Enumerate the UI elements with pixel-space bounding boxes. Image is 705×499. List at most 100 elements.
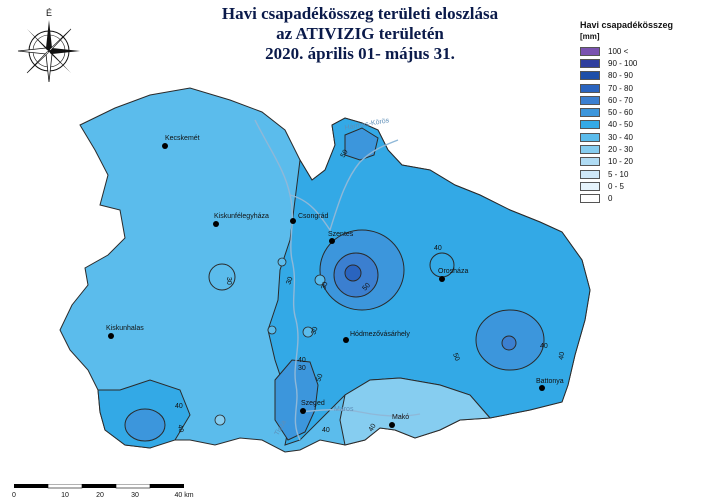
city-dot-hodmezovasarhely: [343, 337, 349, 343]
scale-tick-30: 30: [131, 492, 139, 499]
legend-item: 70 - 80: [580, 82, 700, 94]
compass-rose-icon: É: [17, 8, 80, 83]
city-dot-mako: [389, 422, 395, 428]
map-title-line3: 2020. április 01- május 31.: [265, 44, 455, 63]
legend-label: 60 - 70: [608, 95, 633, 105]
city-dot-kiskunfelegyhaza: [213, 221, 219, 227]
legend-swatch: [580, 46, 600, 56]
legend-item: 40 - 50: [580, 119, 700, 131]
legend-label: 30 - 40: [608, 132, 633, 142]
legend-swatch: [580, 194, 600, 204]
legend-label: 100 <: [608, 46, 629, 56]
local-min-4: [277, 257, 287, 267]
scale-tick-40: 40 km: [174, 492, 193, 499]
legend-item: 60 - 70: [580, 94, 700, 106]
isoline-label: 40: [176, 424, 184, 433]
legend-item: 20 - 30: [580, 143, 700, 155]
city-label-szentes: Szentes: [328, 231, 354, 238]
city-label-szeged: Szeged: [301, 400, 325, 407]
legend-label: 0: [608, 194, 613, 204]
zone-70-80-szentes: [344, 264, 362, 282]
legend-item: 5 - 10: [580, 168, 700, 180]
city-dot-oroshaza: [439, 276, 445, 282]
legend-item: 80 - 90: [580, 70, 700, 82]
city-dot-szeged: [300, 408, 306, 414]
legend-unit: [mm]: [580, 32, 600, 41]
legend-swatch: [580, 157, 600, 167]
zone-30-40-west: [208, 263, 236, 291]
zone-20-30-se: [339, 377, 492, 446]
legend-item: 0 - 5: [580, 180, 700, 192]
legend-swatch: [580, 132, 600, 142]
legend-label: 10 - 20: [608, 157, 633, 167]
legend-swatch: [580, 169, 600, 179]
legend-swatch: [580, 58, 600, 68]
scale-tick-10: 10: [61, 492, 69, 499]
legend-swatch: [580, 108, 600, 118]
isoline-label: 40: [298, 357, 306, 364]
isoline-label: 30: [310, 326, 319, 336]
scale-tick-20: 20: [96, 492, 104, 499]
legend-item: 90 - 100: [580, 57, 700, 69]
legend-label: 40 - 50: [608, 120, 633, 130]
legend-swatch: [580, 95, 600, 105]
isoline-label: 40: [368, 423, 378, 433]
legend-label: 20 - 30: [608, 145, 633, 155]
isoline-label: 50: [340, 149, 350, 159]
isoline-label: 40: [175, 403, 183, 410]
legend-swatch: [580, 120, 600, 130]
river-tisza: [254, 119, 301, 441]
local-min-5: [267, 325, 277, 335]
legend-swatch: [580, 145, 600, 155]
legend-swatch: [580, 83, 600, 93]
map-title-line1: Havi csapadékösszeg területi eloszlása: [221, 4, 499, 23]
city-label-csongrad: Csongrád: [298, 213, 328, 220]
isoline-label: 30: [285, 276, 294, 286]
legend-item: 30 - 40: [580, 131, 700, 143]
legend-label: 80 - 90: [608, 71, 633, 81]
city-label-kiskunhalas: Kiskunhalas: [106, 325, 144, 332]
city-label-kecskemet: Kecskemét: [165, 135, 200, 142]
scale-bar: 0 10 20 30 40 km: [12, 484, 194, 499]
isoline-label: 40: [434, 245, 442, 252]
legend-item: 100 <: [580, 45, 700, 57]
legend-item: 0: [580, 193, 700, 205]
city-dot-csongrad: [290, 218, 296, 224]
river-harmas-koros: [289, 139, 399, 232]
city-label-oroshaza: Orosháza: [438, 268, 468, 275]
isoline-label: 30: [298, 365, 306, 372]
legend-label: 90 - 100: [608, 58, 638, 68]
legend-title: Havi csapadékösszeg: [580, 20, 674, 30]
zone-50-60-north: [344, 127, 379, 161]
isoline-label: 50: [451, 352, 460, 362]
isoline-label: 50: [361, 282, 372, 293]
legend-swatch: [580, 71, 600, 81]
zone-60-70-east: [501, 335, 517, 351]
city-label-kiskunfelegyhaza: Kiskunfélegyháza: [214, 213, 269, 220]
legend-label: 70 - 80: [608, 83, 633, 93]
city-dot-kiskunhalas: [108, 333, 114, 339]
city-dot-kecskemet: [162, 143, 168, 149]
legend: Havi csapadékösszeg [mm] 100 < 90 - 100 80…: [580, 20, 700, 205]
city-dot-battonya: [539, 385, 545, 391]
local-min-2: [302, 326, 314, 338]
map-title: Havi csapadékösszeg területi eloszlása a…: [150, 4, 570, 64]
river-label-maros: Maros: [334, 406, 354, 413]
isoline-label: 30: [320, 281, 329, 291]
legend-label: 0 - 5: [608, 181, 625, 191]
city-label-mako: Makó: [392, 414, 409, 421]
isoline-label: 40: [540, 343, 548, 350]
city-label-battonya: Battonya: [536, 378, 564, 385]
legend-item: 50 - 60: [580, 106, 700, 118]
city-label-hodmezovasarhely: Hódmezővásárhely: [350, 331, 410, 338]
isoline-label: 40: [558, 351, 566, 360]
local-min-1: [214, 414, 226, 426]
legend-item: 10 - 20: [580, 156, 700, 168]
river-maros: [299, 409, 421, 417]
legend-swatch: [580, 181, 600, 191]
city-dot-szentes: [329, 238, 335, 244]
scale-tick-0: 0: [12, 492, 16, 499]
isoline-label: 50: [315, 373, 324, 383]
